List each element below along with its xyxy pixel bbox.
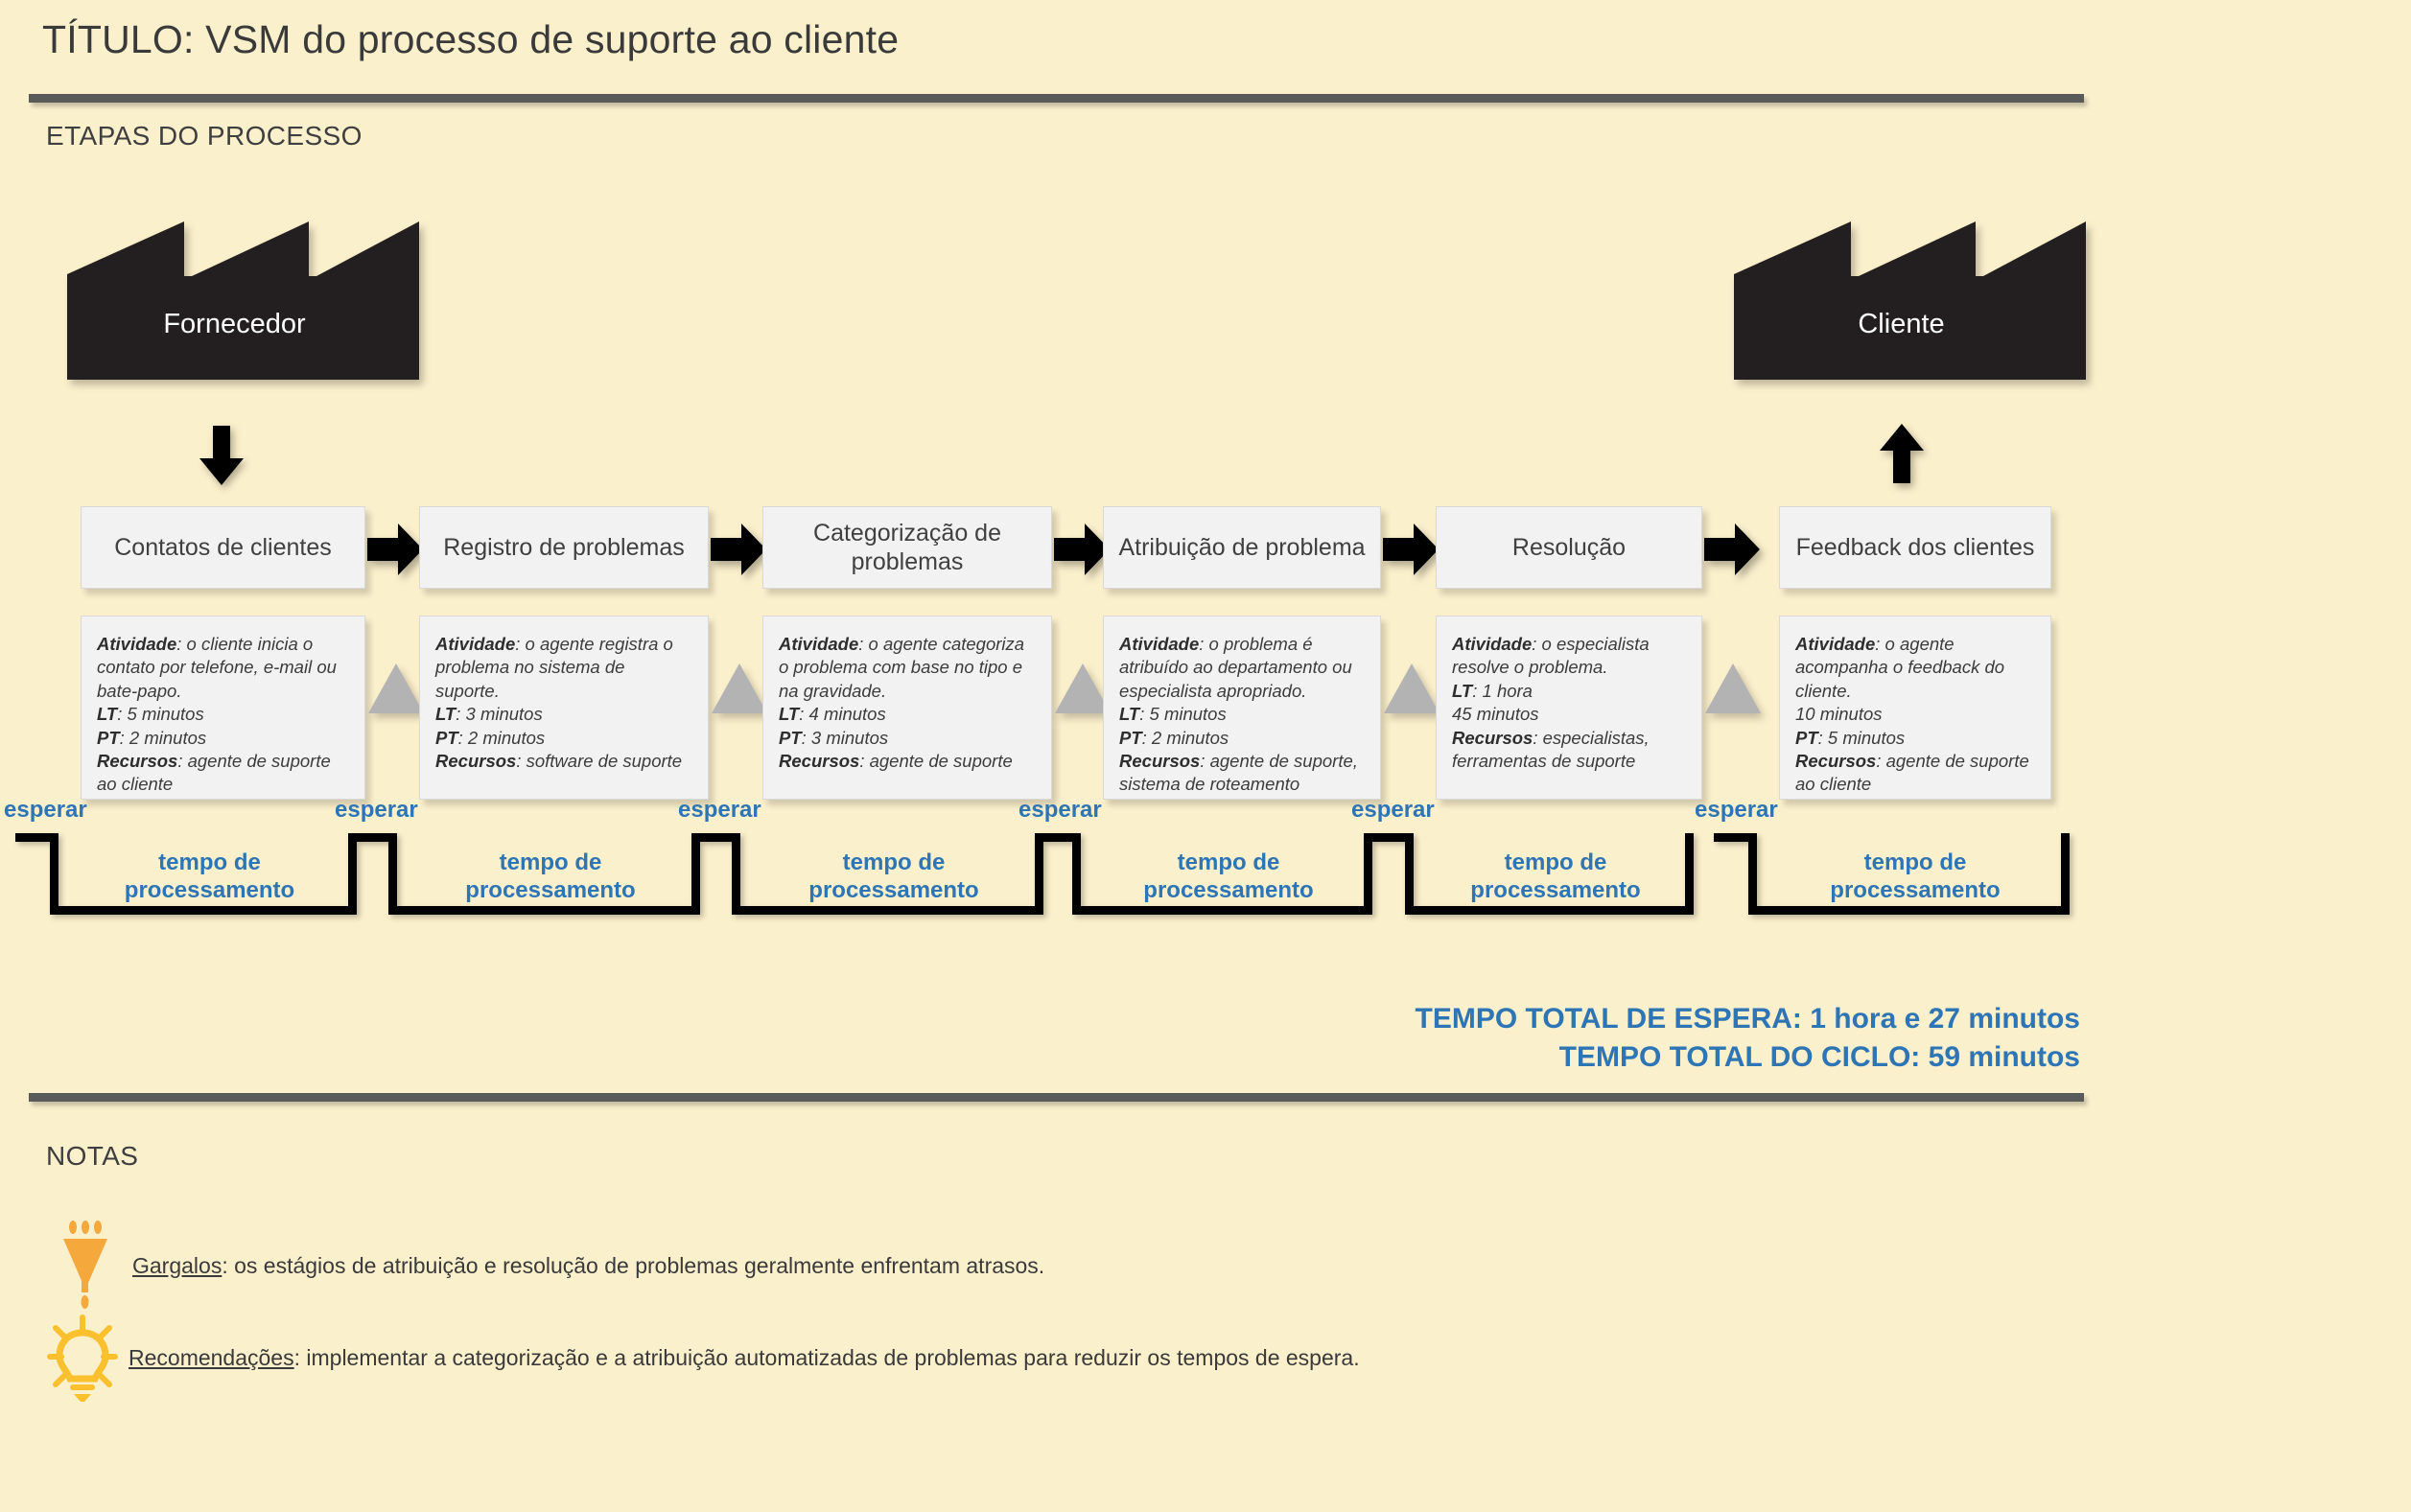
process-step-title: Registro de problemas (419, 506, 709, 589)
wait-label-6: esperar (1695, 797, 1778, 823)
processing-label-line2: processamento (808, 877, 979, 904)
process-step-details: Atividade: o agente registra o problema … (419, 616, 709, 800)
supplier-label: Fornecedor (163, 309, 306, 339)
wait-label-2: esperar (335, 797, 418, 823)
note-term-bottlenecks: Gargalos (132, 1252, 222, 1278)
wait-label-1: esperar (4, 797, 87, 823)
processing-label-line1: tempo de (1177, 849, 1280, 875)
flow-arrow-right-icon (1054, 523, 1110, 575)
totals-block: TEMPO TOTAL DE ESPERA: 1 hora e 27 minut… (1416, 1000, 2080, 1077)
note-recommendations: Recomendações: implementar a categorizaç… (46, 1312, 1360, 1404)
inventory-triangle-icon (1703, 662, 1763, 715)
supplier-factory: Fornecedor (50, 217, 419, 380)
flow-arrow-right-icon (1704, 523, 1760, 575)
note-body-bottlenecks: : os estágios de atribuição e resolução … (222, 1252, 1045, 1278)
section-label-process-steps: ETAPAS DO PROCESSO (46, 121, 363, 151)
inventory-triangle-icon (1382, 662, 1441, 715)
process-step-title: Resolução (1436, 506, 1702, 589)
inventory-triangle-icon (1053, 662, 1112, 715)
process-step-details: Atividade: o especialista resolve o prob… (1436, 616, 1702, 800)
total-cycle-time: TEMPO TOTAL DO CICLO: 59 minutos (1558, 1040, 2080, 1073)
wait-label-5: esperar (1351, 797, 1435, 823)
processing-label-line2: processamento (124, 877, 295, 904)
wait-label-3: esperar (678, 797, 761, 823)
process-step-details: Atividade: o agente acompanha o feedback… (1779, 616, 2051, 800)
flow-arrow-right-icon (1383, 523, 1439, 575)
processing-label-line1: tempo de (499, 849, 602, 875)
section-label-notes: NOTAS (46, 1141, 139, 1171)
note-text-recommendations: Recomendações: implementar a categorizaç… (129, 1345, 1360, 1371)
client-label: Cliente (1858, 309, 1945, 339)
note-text-bottlenecks: Gargalos: os estágios de atribuição e re… (132, 1253, 1044, 1279)
processing-label-line1: tempo de (1863, 849, 1967, 875)
processing-label-line1: tempo de (842, 849, 946, 875)
header-divider (29, 94, 2084, 103)
note-term-recommendations: Recomendações (129, 1344, 294, 1370)
process-step-details: Atividade: o agente categoriza o problem… (762, 616, 1052, 800)
page-title: TÍTULO: VSM do processo de suporte ao cl… (42, 17, 900, 61)
flow-arrow-up-icon (1880, 424, 1924, 483)
processing-label-line2: processamento (1830, 877, 2001, 904)
process-step-details: Atividade: o problema é atribuído ao dep… (1103, 616, 1381, 800)
processing-label-line2: processamento (1143, 877, 1314, 904)
inventory-triangle-icon (366, 662, 426, 715)
flow-arrow-right-icon (367, 523, 423, 575)
factory-icon (67, 221, 419, 380)
processing-label-line1: tempo de (158, 849, 261, 875)
funnel-bottleneck-icon (50, 1220, 123, 1312)
process-step-details: Atividade: o cliente inicia o contato po… (81, 616, 365, 800)
total-wait-time: TEMPO TOTAL DE ESPERA: 1 hora e 27 minut… (1415, 1003, 2080, 1035)
process-step-title: Contatos de clientes (81, 506, 365, 589)
factory-icon (1734, 221, 2086, 380)
flow-arrow-down-icon (199, 426, 244, 485)
notes-divider (29, 1093, 2084, 1102)
processing-label-line2: processamento (465, 877, 636, 904)
wait-label-4: esperar (1018, 797, 1102, 823)
client-factory: Cliente (1717, 217, 2086, 380)
flow-arrow-right-icon (711, 523, 766, 575)
inventory-triangle-icon (710, 662, 769, 715)
process-step-title: Categorização de problemas (762, 506, 1052, 589)
processing-label-line2: processamento (1470, 877, 1641, 904)
processing-label-line1: tempo de (1504, 849, 1607, 875)
note-body-recommendations: : implementar a categorização e a atribu… (293, 1344, 1360, 1370)
process-step-title: Atribuição de problema (1103, 506, 1381, 589)
process-step-title: Feedback dos clientes (1779, 506, 2051, 589)
lightbulb-icon (46, 1312, 119, 1404)
note-bottlenecks: Gargalos: os estágios de atribuição e re… (50, 1220, 1044, 1312)
